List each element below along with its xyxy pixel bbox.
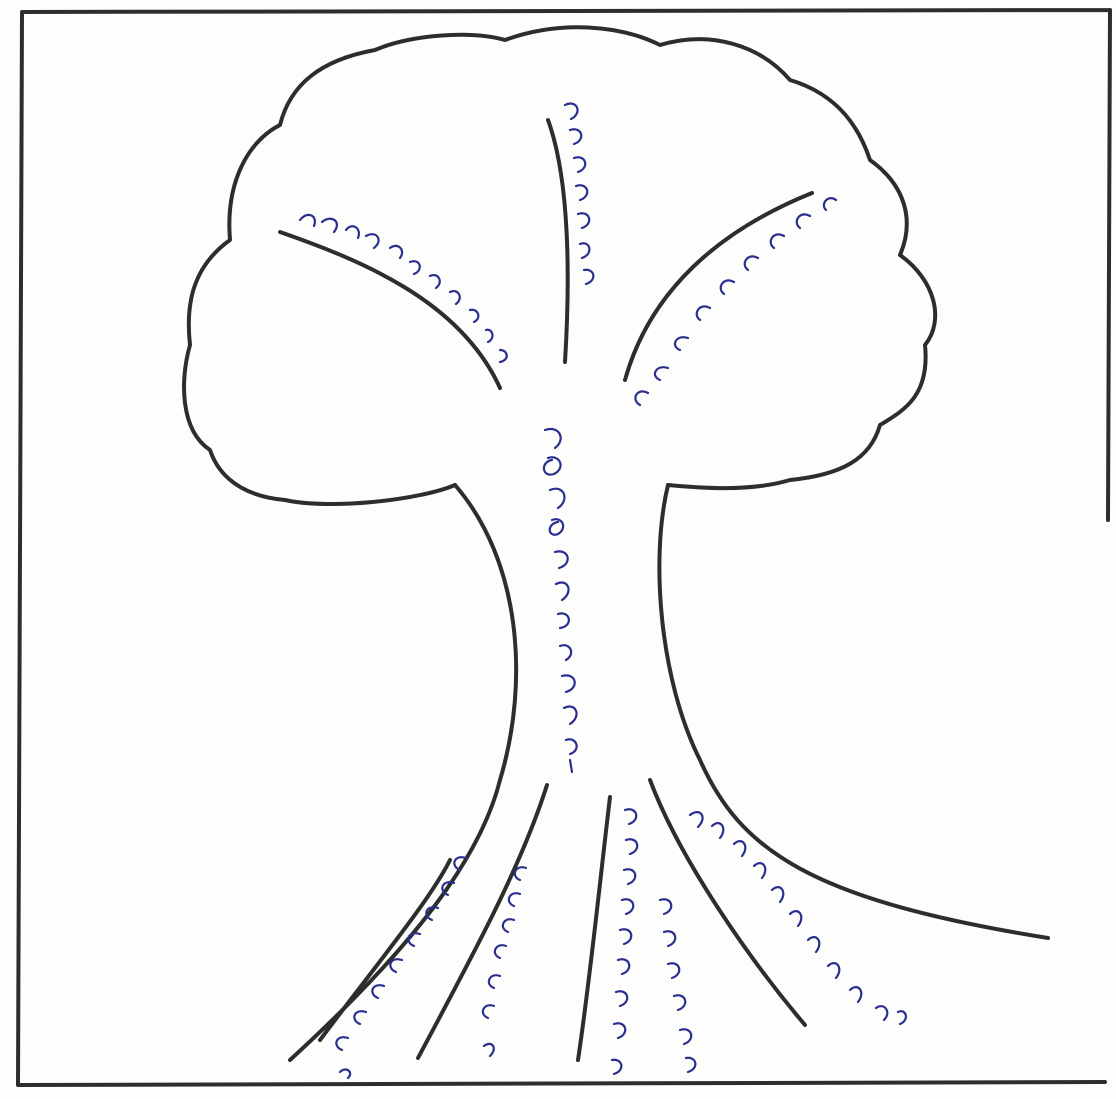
root-3-line (578, 797, 610, 1060)
root-1-line (320, 860, 450, 1040)
branch-middle-line (548, 120, 568, 362)
trunk-handwriting (544, 429, 577, 772)
page-border (18, 10, 1110, 1085)
root-2-handwriting (483, 867, 526, 1056)
tree-trunk-right-edge (659, 485, 1048, 938)
branch-right-line (625, 193, 812, 380)
branch-left-line (280, 232, 500, 388)
root-4-line (650, 780, 805, 1025)
handwritten-annotations (300, 104, 906, 1078)
tree-trunk-left-edge (290, 485, 516, 1060)
branch-right-handwriting (635, 198, 836, 405)
